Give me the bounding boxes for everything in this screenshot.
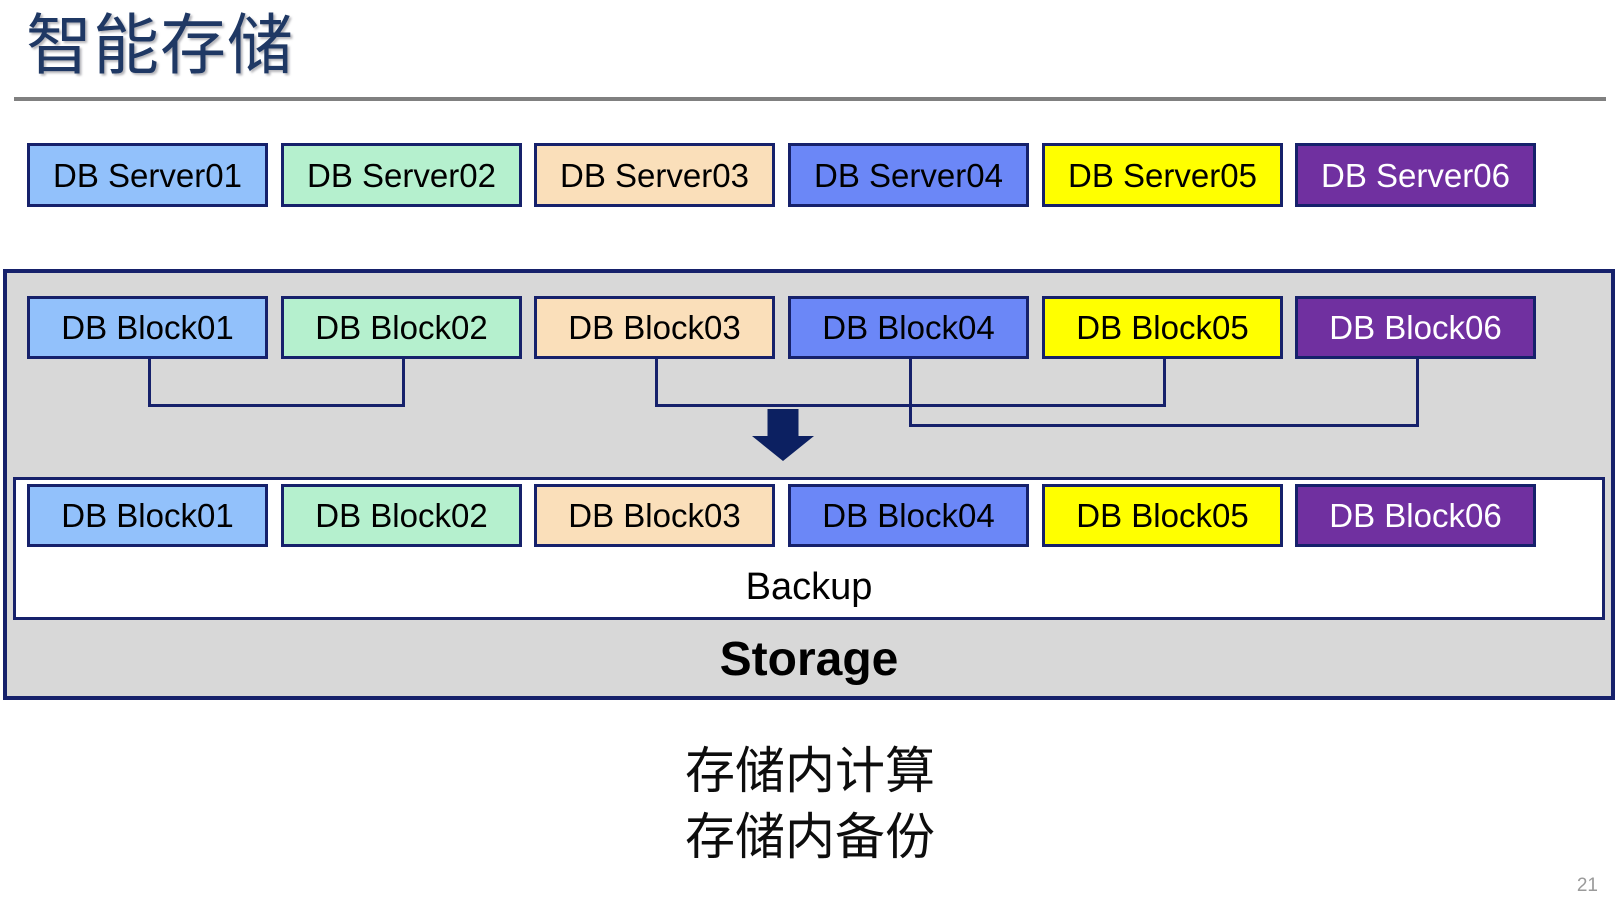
caption-line-2: 存储内备份 <box>685 809 935 865</box>
db-block-primary-label: DB Block04 <box>822 309 995 346</box>
db-block-primary-2: DB Block02 <box>281 296 522 359</box>
db-server-label: DB Server03 <box>560 156 749 194</box>
connector-block04-block06-join <box>909 424 1419 427</box>
connector-block01-block02-join <box>148 404 405 407</box>
db-block-primary-label: DB Block02 <box>315 309 488 346</box>
db-server-label: DB Server06 <box>1321 156 1510 194</box>
connector-block01-block02-right-stem <box>402 359 405 404</box>
page-number: 21 <box>1576 875 1598 896</box>
db-block-backup-label: DB Block06 <box>1329 497 1502 534</box>
connector-block03-block05-right-stem <box>1163 359 1166 404</box>
db-server-5: DB Server05 <box>1042 143 1283 207</box>
storage-label: Storage <box>719 633 899 686</box>
db-server-2: DB Server02 <box>281 143 522 207</box>
db-block-primary-1: DB Block01 <box>27 296 268 359</box>
title-divider <box>14 97 1606 101</box>
db-block-primary-label: DB Block03 <box>568 309 741 346</box>
page-title: 智能存储 <box>26 8 294 82</box>
backup-label: Backup <box>745 566 873 608</box>
db-block-backup-5: DB Block05 <box>1042 484 1283 547</box>
db-server-1: DB Server01 <box>27 143 268 207</box>
connector-block03-block05-left-stem <box>655 359 658 404</box>
db-server-label: DB Server04 <box>814 156 1003 194</box>
db-server-3: DB Server03 <box>534 143 775 207</box>
db-server-label: DB Server05 <box>1068 156 1257 194</box>
db-server-6: DB Server06 <box>1295 143 1536 207</box>
db-block-primary-label: DB Block01 <box>61 309 234 346</box>
caption-block: 存储内计算 存储内备份 <box>0 738 1620 870</box>
db-block-backup-label: DB Block04 <box>822 497 995 534</box>
db-server-4: DB Server04 <box>788 143 1029 207</box>
db-block-backup-1: DB Block01 <box>27 484 268 547</box>
db-block-backup-label: DB Block01 <box>61 497 234 534</box>
caption-line-1: 存储内计算 <box>685 743 935 799</box>
connector-block04-block06-left-stem <box>909 359 912 424</box>
db-block-backup-label: DB Block03 <box>568 497 741 534</box>
db-block-primary-3: DB Block03 <box>534 296 775 359</box>
connector-block04-block06-right-stem <box>1416 359 1419 424</box>
db-block-backup-label: DB Block05 <box>1076 497 1249 534</box>
db-block-backup-2: DB Block02 <box>281 484 522 547</box>
db-block-primary-5: DB Block05 <box>1042 296 1283 359</box>
connector-block01-block02-left-stem <box>148 359 151 404</box>
db-block-backup-6: DB Block06 <box>1295 484 1536 547</box>
db-block-backup-4: DB Block04 <box>788 484 1029 547</box>
db-block-primary-6: DB Block06 <box>1295 296 1536 359</box>
db-block-primary-4: DB Block04 <box>788 296 1029 359</box>
db-server-label: DB Server01 <box>53 156 242 194</box>
db-block-backup-3: DB Block03 <box>534 484 775 547</box>
db-block-primary-label: DB Block05 <box>1076 309 1249 346</box>
db-block-backup-label: DB Block02 <box>315 497 488 534</box>
db-server-label: DB Server02 <box>307 156 496 194</box>
db-block-primary-label: DB Block06 <box>1329 309 1502 346</box>
